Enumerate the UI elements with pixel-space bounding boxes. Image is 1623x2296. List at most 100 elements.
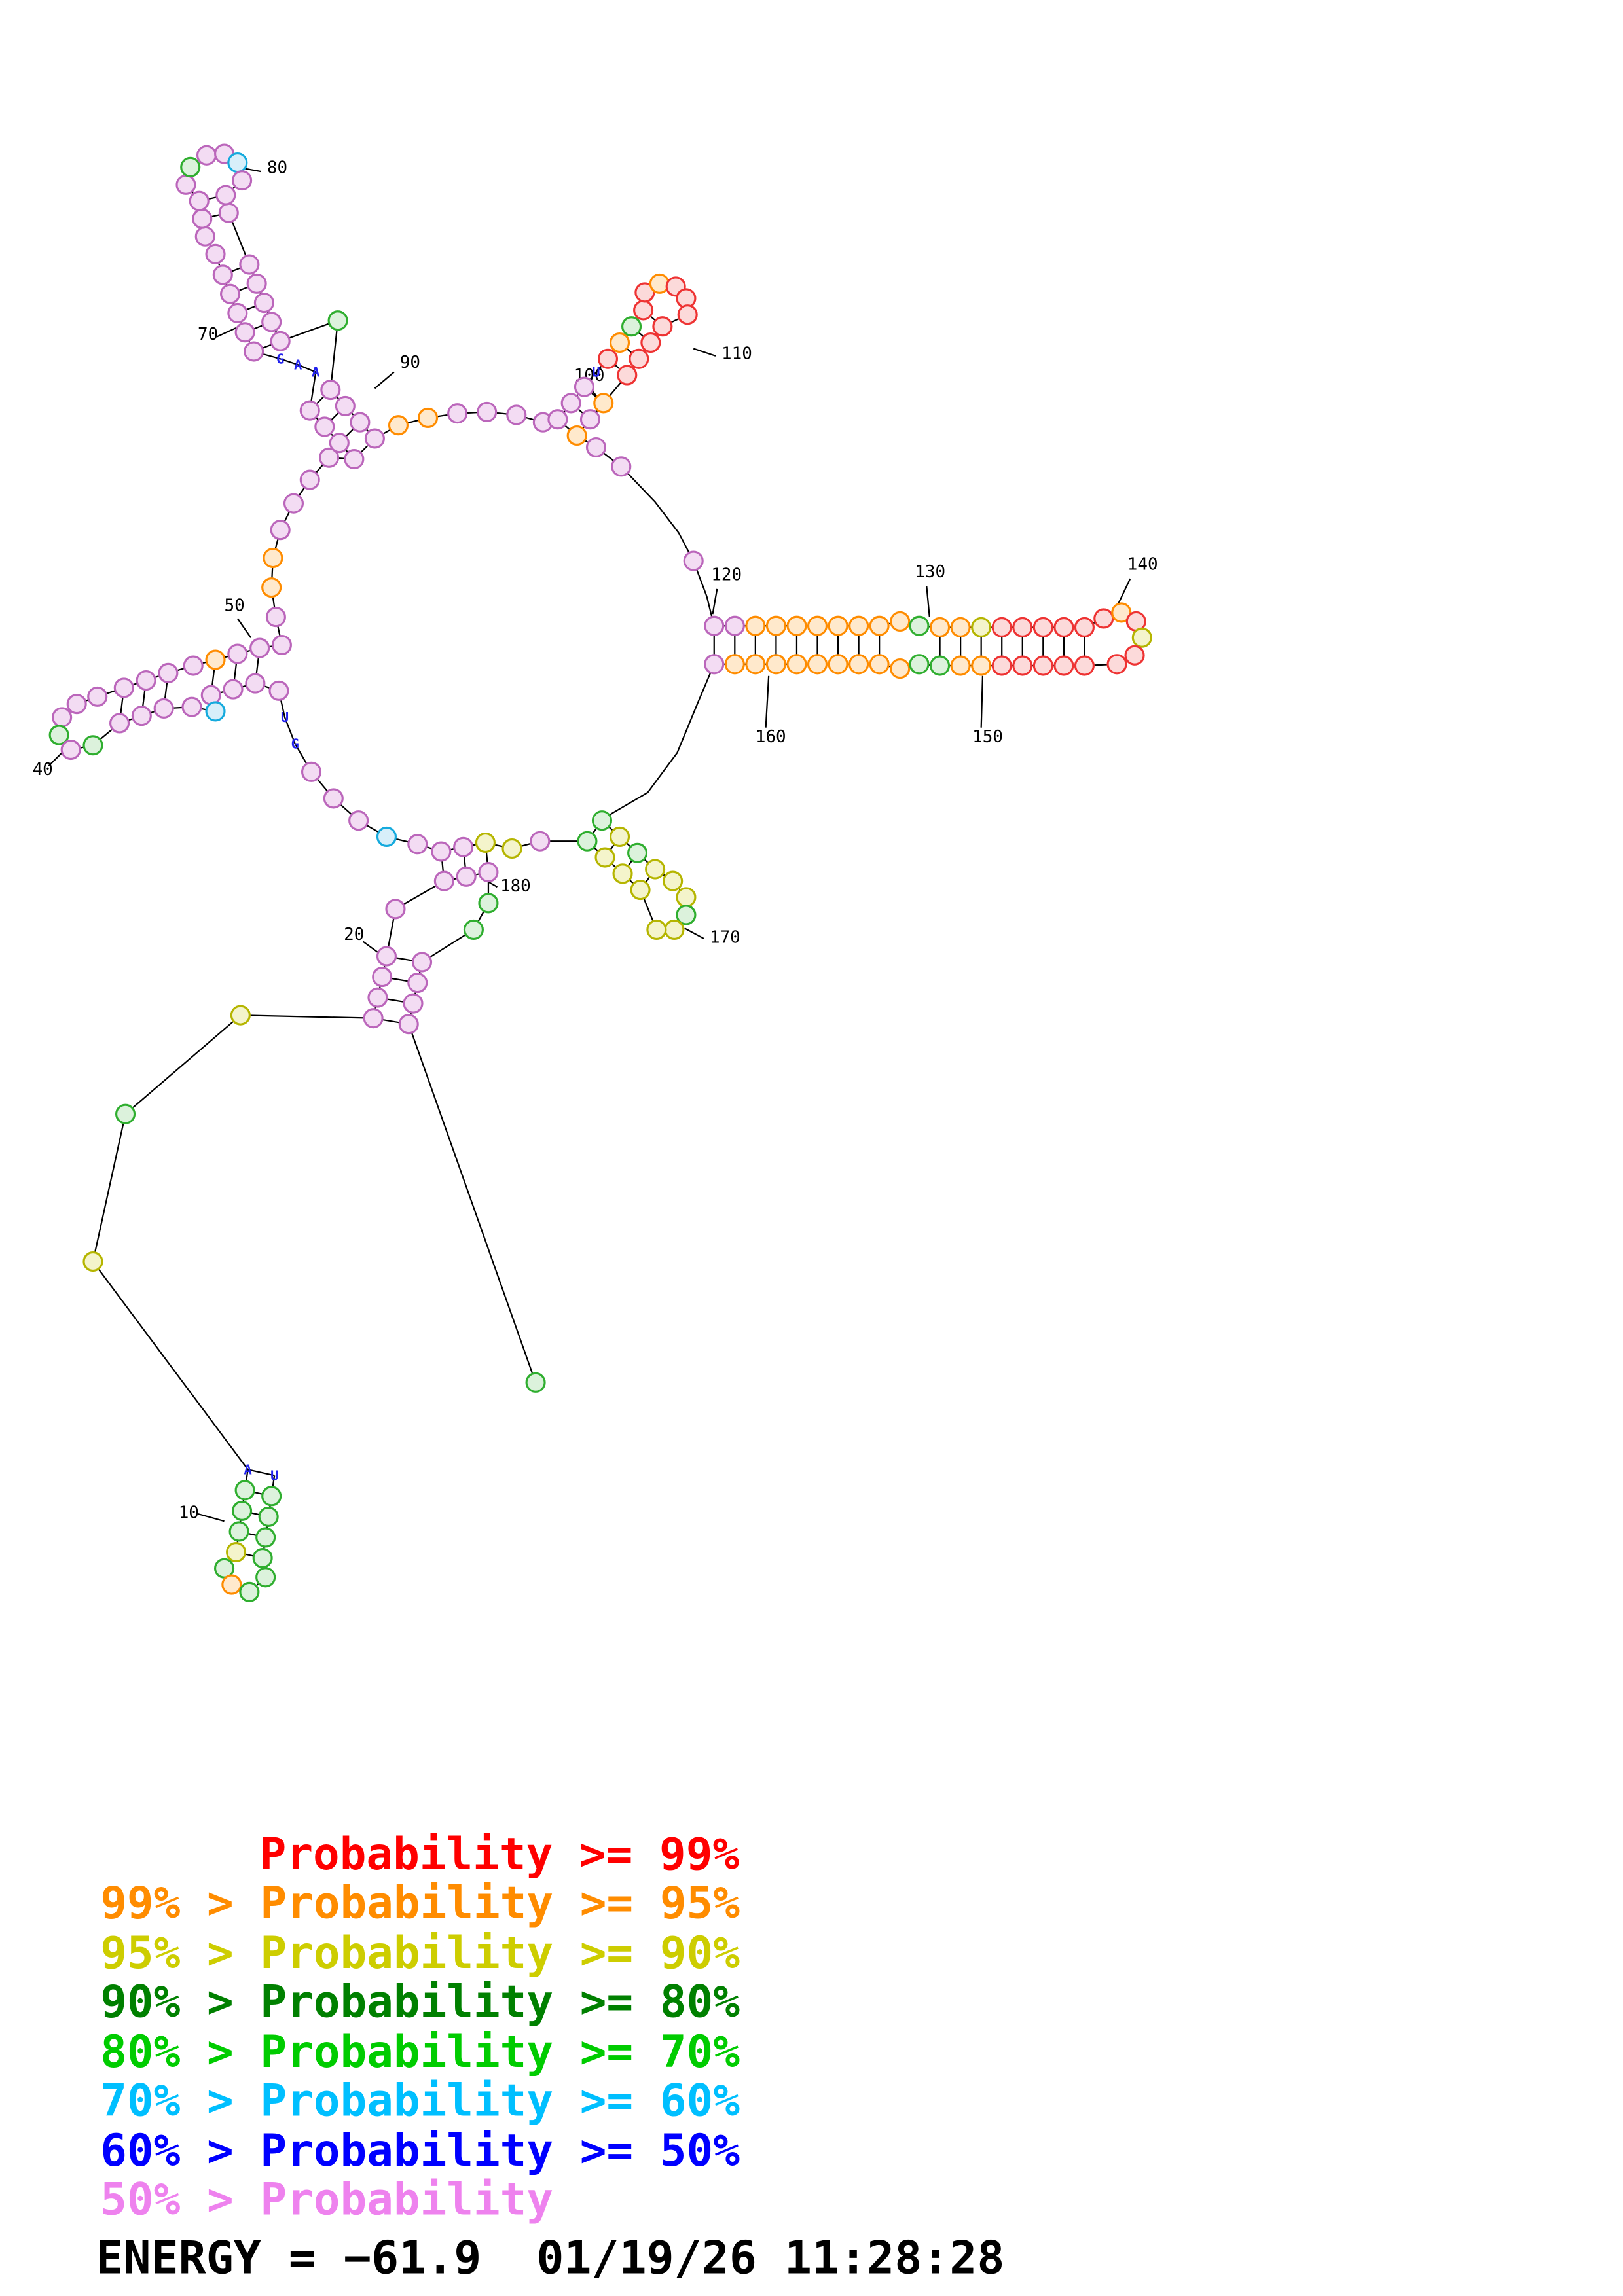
nucleotide	[263, 547, 283, 569]
nucleotide	[593, 393, 614, 414]
nucleotide	[261, 312, 282, 332]
backbone-segment	[587, 840, 641, 891]
nucleotide	[218, 202, 239, 223]
nucleotide	[630, 880, 651, 901]
position-label-pointer	[374, 371, 395, 389]
nucleotide	[745, 615, 766, 636]
nucleotide	[683, 550, 704, 571]
nucleotide	[1093, 608, 1114, 629]
nucleotide	[376, 946, 397, 967]
nucleotide	[431, 841, 452, 862]
position-label: 20	[344, 925, 364, 944]
nucleotide	[971, 617, 992, 638]
nucleotide	[52, 707, 73, 728]
nucleotide	[320, 380, 341, 401]
nucleotide	[547, 409, 568, 430]
nucleotide	[283, 493, 304, 514]
nucleotide	[1111, 602, 1132, 623]
nucleotide	[645, 859, 666, 880]
legend-line-95-99: 99% > Probability >= 95%	[100, 1876, 740, 1928]
nucleotide	[909, 615, 930, 636]
nucleotide	[807, 615, 828, 636]
nucleotide	[258, 1506, 279, 1527]
nucleotide	[478, 862, 499, 883]
nucleotide	[350, 412, 371, 433]
position-label-pointer	[197, 1513, 225, 1522]
nucleotide	[418, 407, 439, 429]
position-label: 160	[756, 727, 786, 747]
nucleotide	[609, 826, 630, 848]
nucleotide	[612, 863, 633, 884]
nucleotide	[335, 395, 356, 416]
nucleotide	[367, 987, 388, 1008]
legend-line-90-95: 95% > Probability >= 90%	[100, 1927, 740, 1979]
nucleotide	[385, 899, 406, 920]
backbone-connector	[620, 466, 695, 562]
legend-line-lt50: 50% > Probability	[100, 2173, 553, 2225]
nucleotide	[364, 428, 385, 449]
nucleotide	[234, 322, 255, 343]
position-label: 110	[721, 344, 752, 363]
nucleotide	[1053, 655, 1074, 676]
nucleotide	[205, 243, 226, 264]
nucleotide	[158, 662, 179, 683]
nucleotide	[87, 686, 108, 707]
nucleotide	[566, 425, 587, 446]
position-label: 90	[400, 353, 420, 372]
backbone-segment	[92, 1014, 374, 1470]
nucleotide	[765, 654, 786, 675]
nucleotide	[1012, 655, 1033, 676]
nucleotide	[232, 170, 253, 191]
nucleotide	[239, 254, 260, 275]
nucleotide	[411, 952, 433, 973]
nucleotide	[265, 607, 286, 628]
nucleotide	[617, 365, 638, 386]
nucleotide	[594, 847, 615, 868]
backbone-segment	[309, 410, 355, 460]
nucleotide	[629, 348, 649, 369]
position-label-pointer	[48, 752, 63, 767]
nucleotide	[109, 713, 130, 734]
nucleotide	[348, 810, 369, 831]
legend-line-70-80: 80% > Probability >= 70%	[100, 2026, 740, 2077]
nucleotide	[724, 654, 745, 675]
position-label-pointer	[244, 168, 262, 173]
nucleotide	[463, 919, 484, 941]
nucleotide	[640, 332, 661, 353]
nucleotide	[214, 1558, 235, 1579]
nucleotide	[221, 1574, 242, 1595]
nucleotide	[591, 810, 613, 831]
nucleotide	[327, 310, 348, 331]
backbone-segment	[601, 819, 656, 870]
nucleotide	[828, 615, 848, 636]
position-label-pointer	[1116, 578, 1131, 607]
position-label: 40	[33, 760, 53, 780]
nucleotide	[66, 694, 87, 715]
nucleotide	[1053, 617, 1074, 638]
nucleotide	[255, 1567, 276, 1588]
legend-line-60-70: 70% > Probability >= 60%	[100, 2074, 740, 2126]
nucleotide	[239, 1581, 260, 1602]
nucleotide	[232, 1500, 253, 1521]
nucleotide	[244, 341, 264, 362]
position-label-pointer	[712, 588, 718, 615]
nucleotide	[227, 643, 248, 664]
nucleotide	[456, 866, 477, 887]
nucleotide	[890, 611, 911, 632]
position-label: 180	[500, 876, 531, 896]
position-label: 170	[710, 928, 740, 948]
nucleotide	[299, 469, 320, 490]
nucleotide	[131, 706, 152, 726]
position-label: 140	[1127, 555, 1158, 575]
backbone-segment	[408, 961, 537, 1383]
legend-line-50-60: 60% > Probability >= 50%	[100, 2125, 740, 2176]
position-label-pointer	[926, 586, 930, 617]
nucleotide-letter: A	[244, 1462, 252, 1477]
nucleotide	[388, 415, 409, 436]
backbone-segment	[215, 644, 282, 661]
backbone-segment	[253, 350, 317, 411]
nucleotide	[314, 416, 335, 437]
nucleotide	[930, 617, 951, 638]
nucleotide	[398, 1014, 419, 1035]
